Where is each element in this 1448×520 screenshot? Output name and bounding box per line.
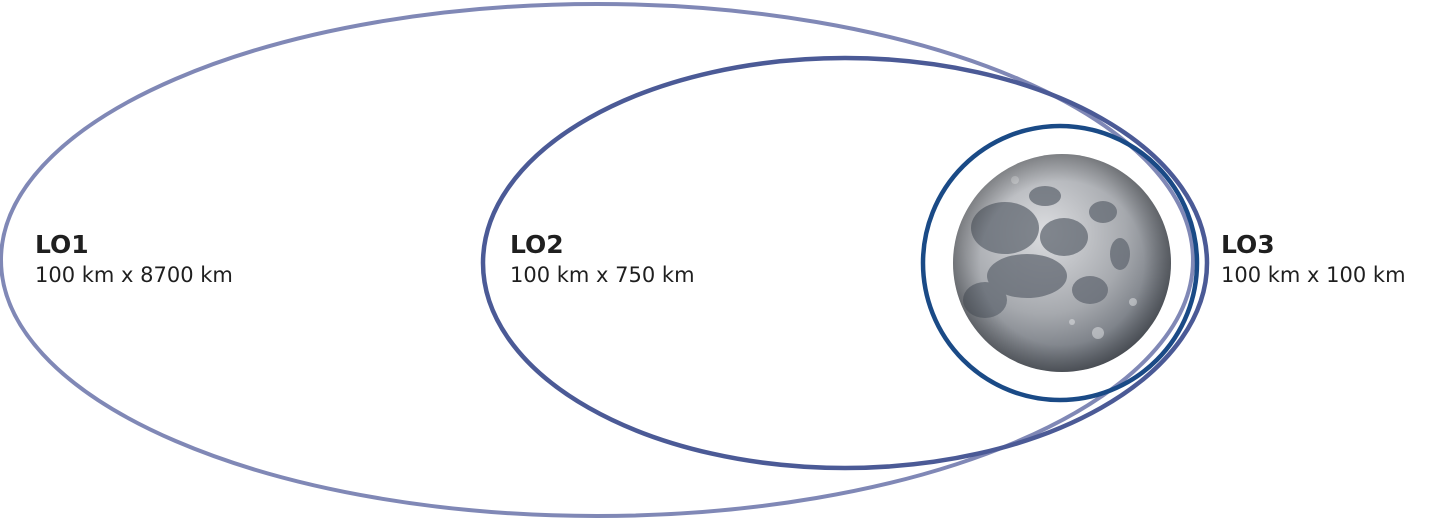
lo1-label: LO1 100 km x 8700 km [35, 229, 233, 289]
lo1-name: LO1 [35, 230, 89, 259]
lo3-label: LO3 100 km x 100 km [1221, 229, 1406, 289]
lo3-name: LO3 [1221, 230, 1275, 259]
lo2-label: LO2 100 km x 750 km [510, 229, 695, 289]
lo2-dimensions: 100 km x 750 km [510, 263, 695, 287]
moon-image [953, 154, 1171, 372]
lo2-name: LO2 [510, 230, 564, 259]
lo2-orbit [480, 55, 1210, 471]
lo3-orbit [920, 123, 1200, 403]
lo3-dimensions: 100 km x 100 km [1221, 263, 1406, 287]
lo1-orbit [0, 2, 1195, 518]
lo1-dimensions: 100 km x 8700 km [35, 263, 233, 287]
